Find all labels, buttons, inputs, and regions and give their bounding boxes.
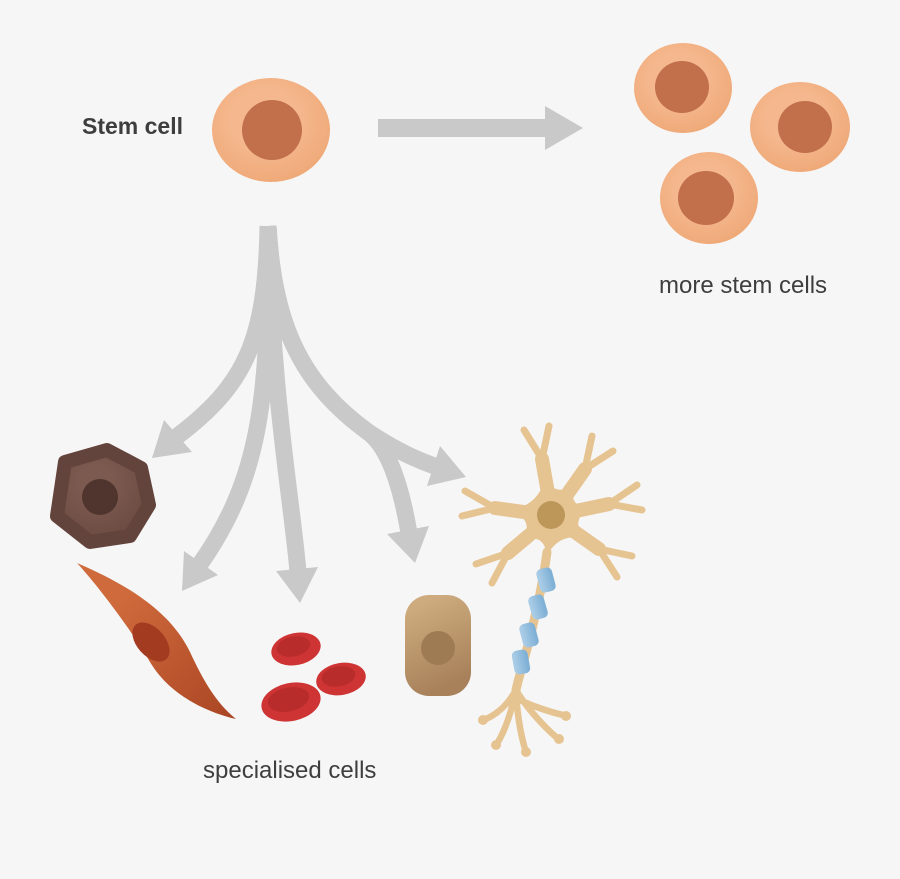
daughter-cell-nucleus	[655, 61, 709, 113]
more-stem-cells-icon	[634, 43, 850, 244]
arrowhead-center	[276, 567, 318, 603]
myelin-segment	[519, 622, 539, 648]
myelin-segment	[528, 594, 548, 620]
self-renewal-arrowhead	[545, 106, 583, 150]
daughter-cell-nucleus	[678, 171, 734, 225]
neuron-terminal-boutons	[478, 711, 571, 757]
specialised-cells-label: specialised cells	[203, 757, 377, 784]
daughter-cell-nucleus	[778, 101, 832, 153]
arrowhead-right	[427, 446, 466, 486]
stem-cell-label: Stem cell	[82, 113, 183, 139]
neuron-nucleus	[537, 501, 565, 529]
arrowhead-lower-left	[182, 551, 218, 591]
nerve-cell-icon	[458, 422, 646, 757]
branch-arrow-lower-right	[259, 225, 418, 535]
muscle-cell-icon	[77, 563, 236, 719]
myelin-sheath	[511, 567, 556, 675]
neuron-dendrite-branches	[458, 422, 646, 587]
arrowhead-left	[152, 420, 192, 458]
stem-cell-icon	[212, 78, 330, 182]
terminal-bouton	[478, 715, 488, 725]
myelin-segment	[511, 649, 531, 675]
epithelial-cell-nucleus	[421, 631, 455, 665]
myelin-segment	[536, 567, 556, 593]
red-blood-cell-dimple	[276, 636, 311, 657]
epithelial-cell-icon	[405, 595, 471, 696]
round-brown-cell-icon	[50, 443, 156, 549]
red-blood-cells-icon	[261, 632, 366, 722]
muscle-cell-nucleus	[132, 622, 170, 662]
terminal-bouton	[561, 711, 571, 721]
red-blood-cell	[261, 682, 321, 722]
red-blood-cell	[271, 632, 321, 666]
terminal-bouton	[521, 747, 531, 757]
self-renewal-arrow-shaft	[378, 119, 546, 137]
differentiation-branch-arrows-icon	[169, 225, 443, 573]
terminal-bouton	[554, 734, 564, 744]
differentiation-arrowheads	[152, 420, 466, 603]
brown-cell-nucleus	[82, 479, 118, 515]
red-blood-cell-dimple	[321, 666, 356, 687]
terminal-bouton	[491, 740, 501, 750]
more-stem-cells-label: more stem cells	[659, 272, 828, 299]
arrowhead-lower-right	[387, 526, 429, 563]
neuron-axon-terminals	[482, 686, 567, 753]
red-blood-cell-dimple	[267, 686, 310, 713]
red-blood-cell	[316, 662, 366, 696]
self-renewal-arrow-icon	[378, 106, 583, 150]
stem-cell-nucleus	[242, 100, 302, 160]
